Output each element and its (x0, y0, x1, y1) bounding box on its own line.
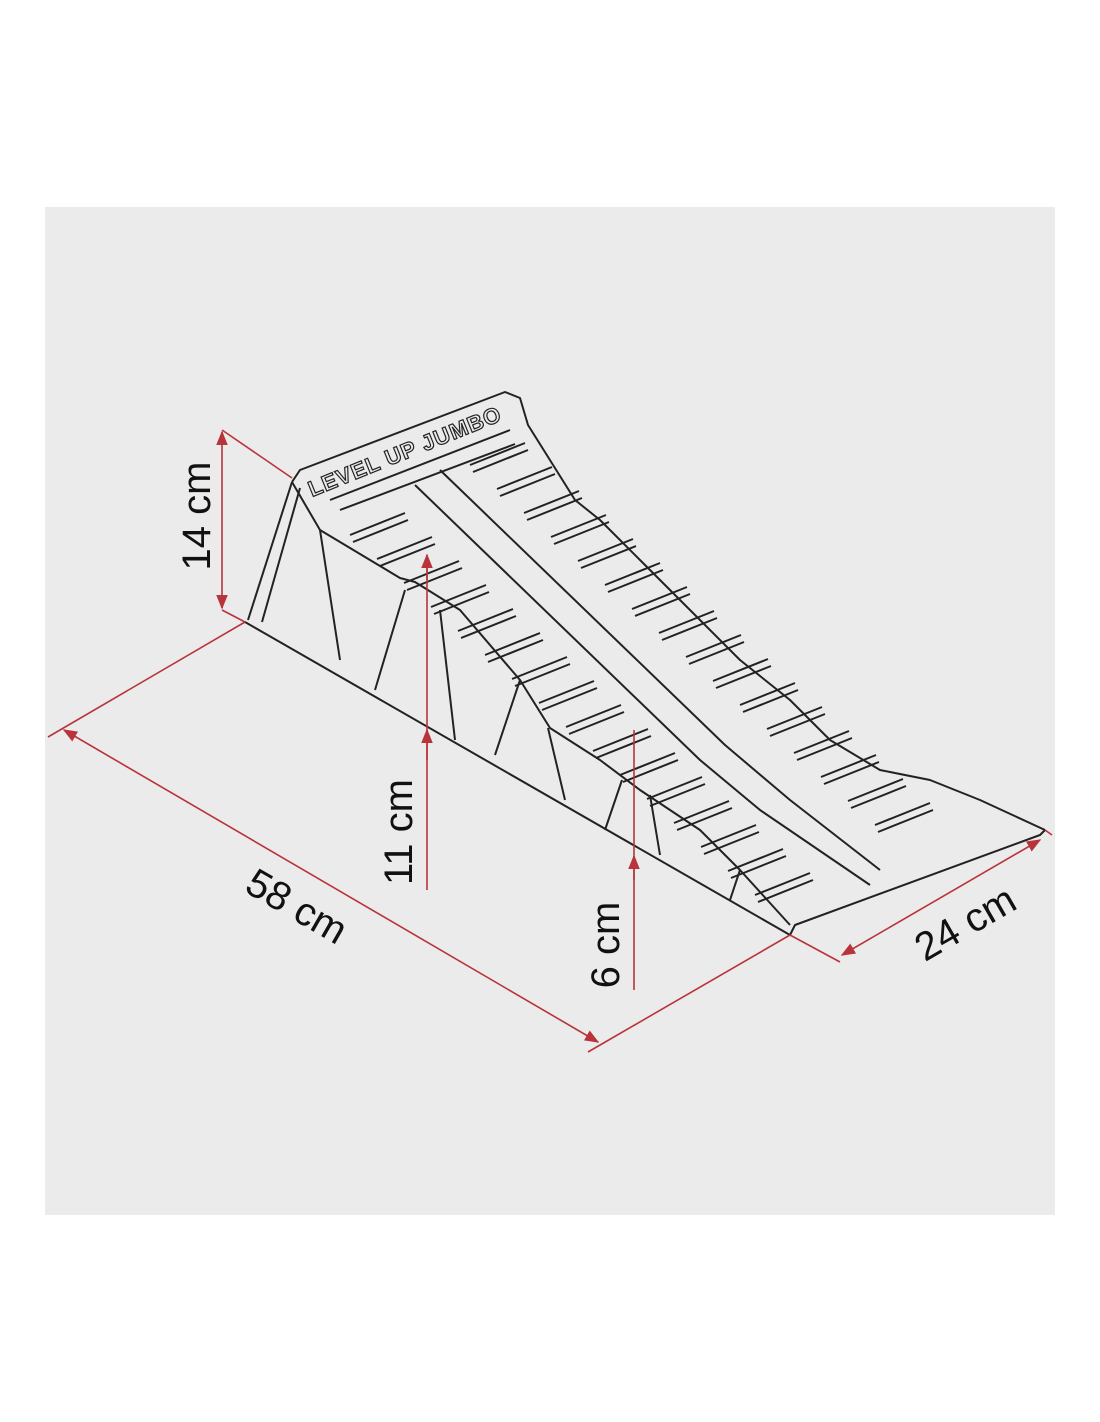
length-label: 58 cm (238, 860, 354, 953)
width-label: 24 cm (907, 877, 1023, 970)
tread-slot (523, 490, 583, 521)
tread-slot (376, 536, 436, 567)
tread-slot (430, 584, 490, 615)
tread-slot (754, 872, 814, 903)
tread-slot (766, 706, 826, 737)
tread-slot (511, 656, 571, 687)
height-low-label: 6 cm (584, 902, 628, 989)
tread-slot (820, 754, 880, 785)
tread-slot (793, 730, 853, 761)
tread-slot (349, 512, 409, 543)
tread-slot (646, 776, 706, 807)
tread-slot (592, 728, 652, 759)
tread-slot (565, 704, 625, 735)
tread-slot (631, 586, 691, 617)
length-dimension (62, 729, 600, 1043)
height-total-label: 14 cm (175, 462, 219, 571)
tread-slot (577, 538, 637, 569)
dimension-lines (47, 429, 1053, 1053)
tread-slot (847, 778, 907, 809)
tread-slot (874, 802, 934, 833)
tread-slot (469, 442, 529, 473)
tread-slot (712, 658, 772, 689)
width-dimension (840, 839, 1042, 956)
height-middle-label: 11 cm (377, 779, 421, 885)
tread-slot (739, 682, 799, 713)
diagram-background (45, 207, 1055, 1215)
tread-slot (727, 848, 787, 879)
tread-slot (484, 632, 544, 663)
tread-slot (658, 610, 718, 641)
ramp-outline (244, 391, 1046, 936)
tread-slot (700, 824, 760, 855)
tread-slot (457, 608, 517, 639)
tread-slot (685, 634, 745, 665)
tread-slot (538, 680, 598, 711)
tread-slot (604, 562, 664, 593)
tread-slot (550, 514, 610, 545)
tread-slot (619, 752, 679, 783)
ramp-tread-slots (349, 442, 934, 903)
tread-slot (673, 800, 733, 831)
tread-slot (403, 560, 463, 591)
tread-slot (496, 466, 556, 497)
